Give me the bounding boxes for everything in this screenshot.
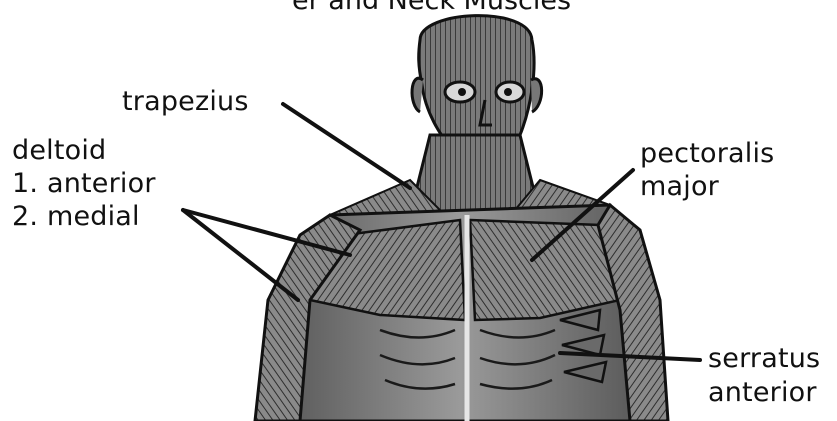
pectoralis-right — [470, 220, 620, 320]
label-serratus: serratus — [708, 343, 820, 374]
label-pectoralis-major: major — [640, 171, 719, 202]
serratus-muscle — [560, 310, 606, 382]
label-deltoid-anterior: 1. anterior — [12, 168, 156, 199]
pointer-trapezius — [283, 104, 410, 188]
label-serratus-anterior: anterior — [708, 377, 817, 408]
label-deltoid: deltoid — [12, 135, 106, 166]
label-trapezius: trapezius — [122, 86, 249, 117]
label-pectoralis: pectoralis — [640, 138, 774, 169]
label-deltoid-medial: 2. medial — [12, 201, 140, 232]
